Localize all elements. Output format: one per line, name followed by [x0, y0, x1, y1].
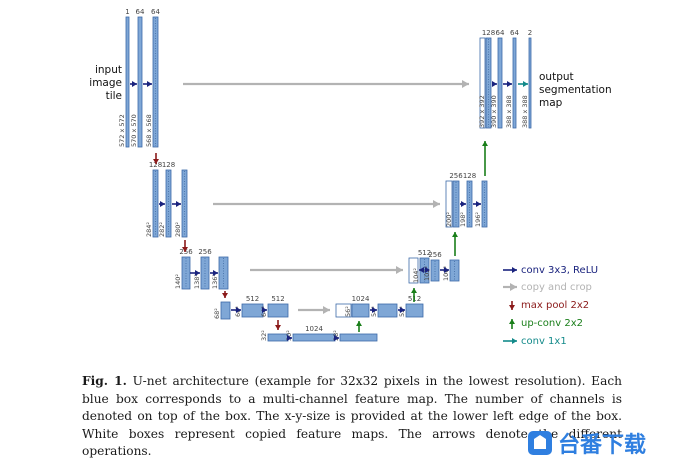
channel-count-label: 512	[418, 249, 431, 257]
watermark: 台番下载	[528, 431, 646, 458]
feature-map-box	[267, 303, 289, 318]
feature-map-box	[449, 259, 460, 282]
size-label: 388 x 388	[505, 95, 513, 128]
size-label: 572 x 572	[118, 114, 126, 147]
channel-count-label: 128	[463, 172, 476, 180]
copied-feature-map-box	[335, 303, 352, 318]
feature-map-box	[466, 180, 473, 228]
size-label: 390 x 390	[490, 95, 498, 128]
channel-count-label: 512	[246, 295, 259, 303]
feature-map-box	[497, 37, 503, 129]
feature-map-box	[292, 333, 336, 342]
channel-count-label: 1024	[305, 325, 323, 333]
channel-count-label: 256	[428, 251, 442, 259]
watermark-text: 台番下载	[558, 432, 646, 458]
size-label: 198²	[459, 212, 467, 227]
size-label: 196²	[474, 212, 482, 227]
channel-count-label: 512	[271, 295, 284, 303]
channel-count-label: 256	[179, 248, 193, 256]
size-label: 68²	[213, 308, 221, 319]
size-label: 280²	[174, 222, 182, 237]
feature-map-box	[339, 333, 378, 342]
size-label: 52²	[398, 306, 406, 317]
feature-map-box	[152, 16, 159, 148]
feature-map-box	[137, 16, 143, 148]
size-label: 32²	[260, 330, 268, 341]
size-label: 64²	[260, 306, 268, 317]
legend-label: copy and crop	[521, 282, 592, 293]
feature-map-box	[220, 301, 231, 320]
channel-count-label: 2	[528, 29, 532, 37]
input-label: input	[95, 64, 122, 76]
size-label: 66²	[234, 306, 242, 317]
size-label: 54²	[370, 306, 378, 317]
size-label: 28²	[332, 330, 340, 341]
size-label: 104²	[412, 268, 420, 283]
legend-label: max pool 2x2	[521, 300, 589, 311]
output-label: output	[539, 71, 574, 83]
size-label: 282²	[158, 222, 166, 237]
legend-label: conv 3x3, ReLU	[521, 265, 598, 276]
size-label: 568 x 568	[145, 114, 153, 147]
feature-map-box	[377, 303, 398, 318]
size-label: 56²	[344, 306, 352, 317]
channel-count-label: 64	[136, 8, 145, 16]
size-label: 392 x 392	[478, 95, 486, 128]
input-label: image	[89, 77, 122, 89]
size-label: 388 x 388	[521, 95, 529, 128]
output-label: segmentation	[539, 84, 612, 96]
channel-count-label: 1	[125, 8, 129, 16]
unet-diagram: 1 572 x 572 64 570 x 570 64 568 x 568 128 284² 1…	[89, 8, 612, 347]
caption-label: Fig. 1.	[82, 374, 127, 388]
size-label: 570 x 570	[130, 114, 138, 147]
feature-map-box	[485, 37, 492, 129]
size-label: 140²	[174, 274, 182, 289]
feature-map-box	[125, 16, 130, 148]
output-label: map	[539, 97, 563, 109]
figure-caption: Fig. 1. U-net architecture (example for …	[82, 373, 622, 461]
size-label: 30²	[285, 330, 293, 341]
input-label: tile	[106, 90, 122, 102]
channel-count-label: 128	[149, 161, 162, 169]
caption-text: U-net architecture (example for 32x32 pi…	[82, 374, 623, 458]
legend-label: up-conv 2x2	[521, 318, 583, 329]
size-label: 136²	[211, 274, 219, 289]
size-label: 200²	[445, 212, 453, 227]
size-label: 284²	[145, 222, 153, 237]
size-label: 138²	[193, 274, 201, 289]
watermark-logo-glyph	[534, 435, 546, 449]
feature-map-box	[351, 303, 370, 318]
copied-feature-map-box	[445, 180, 453, 228]
channel-count-label: 64	[496, 29, 505, 37]
copied-feature-map-box	[408, 257, 419, 284]
channel-count-label: 64	[510, 29, 519, 37]
channel-count-label: 256	[449, 172, 463, 180]
copied-feature-map-box	[479, 37, 486, 129]
feature-map-box	[481, 180, 488, 228]
feature-map-box	[512, 37, 517, 129]
legend-label: conv 1x1	[521, 336, 567, 347]
feature-map-box	[405, 303, 424, 318]
channel-count-label: 64	[151, 8, 160, 16]
size-label: 100²	[442, 266, 450, 281]
channel-count-label: 128	[162, 161, 175, 169]
feature-map-box	[528, 37, 532, 129]
channel-count-label: 256	[198, 248, 212, 256]
feature-map-box	[430, 259, 440, 282]
feature-map-box	[452, 180, 460, 228]
size-label: 102²	[423, 266, 431, 281]
channel-count-label: 1024	[352, 295, 370, 303]
channel-count-label: 128	[482, 29, 495, 37]
